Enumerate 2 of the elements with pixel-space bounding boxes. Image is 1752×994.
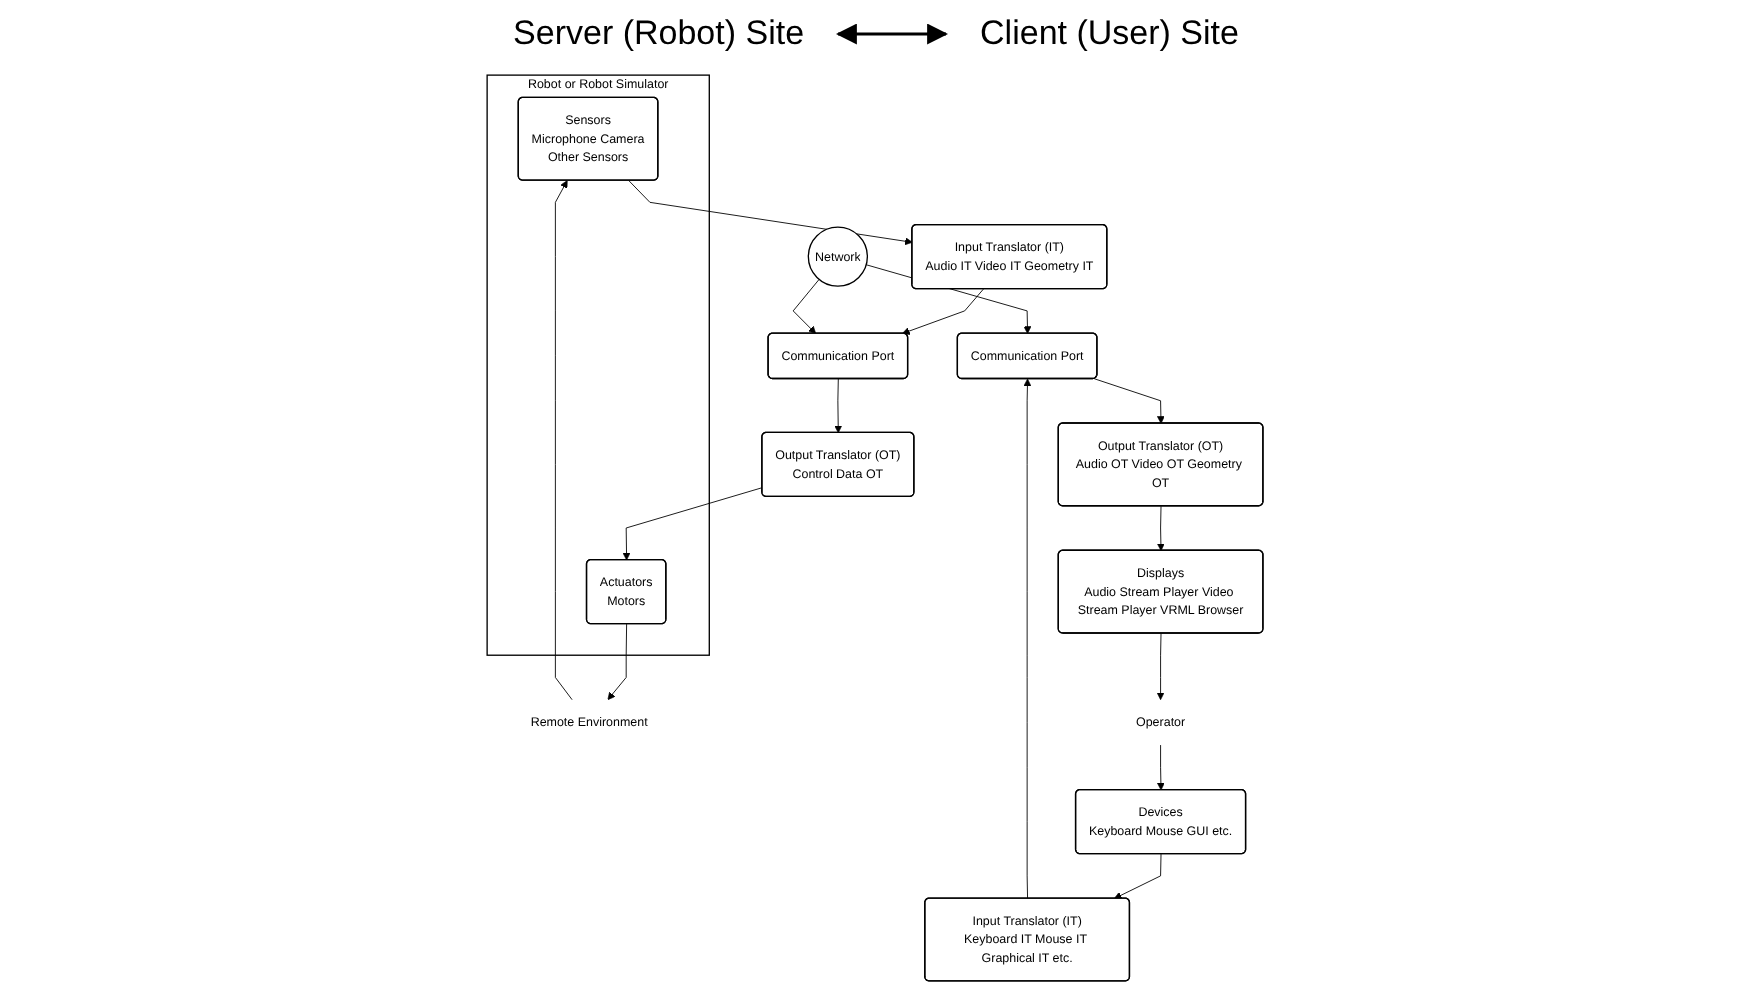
site-label: Server (Robot) Site (513, 14, 805, 54)
site-label: Client (User) Site (980, 14, 1239, 54)
